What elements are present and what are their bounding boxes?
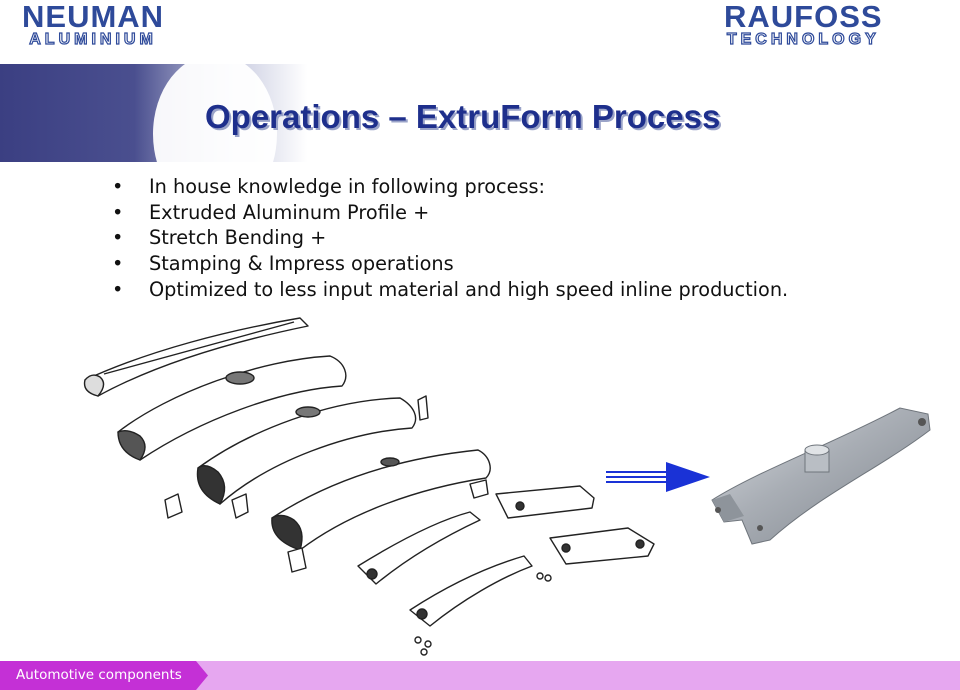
stamped-profile-sketch (271, 449, 491, 573)
aluminium-part-render (711, 407, 931, 545)
bullet-icon: • (112, 175, 124, 198)
bullet-list: • In house knowledge in following process… (112, 174, 788, 303)
footer-bar (0, 661, 960, 690)
logo-right-line2: TECHNOLOGY (726, 31, 880, 48)
bullet-text: Optimized to less input material and hig… (149, 277, 789, 301)
bullet-text: In house knowledge in following process: (149, 175, 546, 198)
footer-label: Automotive components (16, 667, 182, 683)
formed-profile-sketch (164, 395, 429, 519)
bullet-item: • In house knowledge in following process… (112, 174, 788, 200)
right-arrow-icon (606, 462, 710, 492)
bullet-text: Extruded Aluminum Profile + (149, 200, 430, 224)
stretch-bent-profile-sketch (117, 355, 347, 461)
bullet-text: Stamping & Impress operations (149, 252, 454, 276)
bullet-item: • Stamping & Impress operations (112, 251, 788, 277)
process-illustration (83, 317, 931, 656)
finished-part-sketch (409, 527, 655, 656)
logo-left-line1: NEUMAN (22, 0, 165, 34)
bullet-icon: • (112, 226, 124, 250)
raufoss-technology-logo: RAUFOSS TECHNOLOGY (724, 0, 883, 48)
logo-left-line2: ALUMINIUM (29, 31, 157, 48)
page-title: Operations – ExtruForm Process (205, 98, 721, 135)
extruded-profile-sketch (83, 317, 309, 397)
bullet-item: • Stretch Bending + (112, 225, 788, 251)
bullet-icon: • (112, 252, 124, 276)
neuman-aluminium-logo: NEUMAN ALUMINIUM (22, 0, 165, 48)
bullet-icon: • (112, 277, 124, 301)
impressed-part-sketch (357, 485, 595, 585)
bullet-icon: • (112, 200, 124, 224)
title-band (0, 64, 960, 162)
bullet-text: Stretch Bending + (149, 226, 327, 250)
bullet-item: • Optimized to less input material and hi… (112, 277, 788, 303)
bullet-item: • Extruded Aluminum Profile + (112, 200, 788, 226)
logo-right-line1: RAUFOSS (724, 0, 883, 34)
